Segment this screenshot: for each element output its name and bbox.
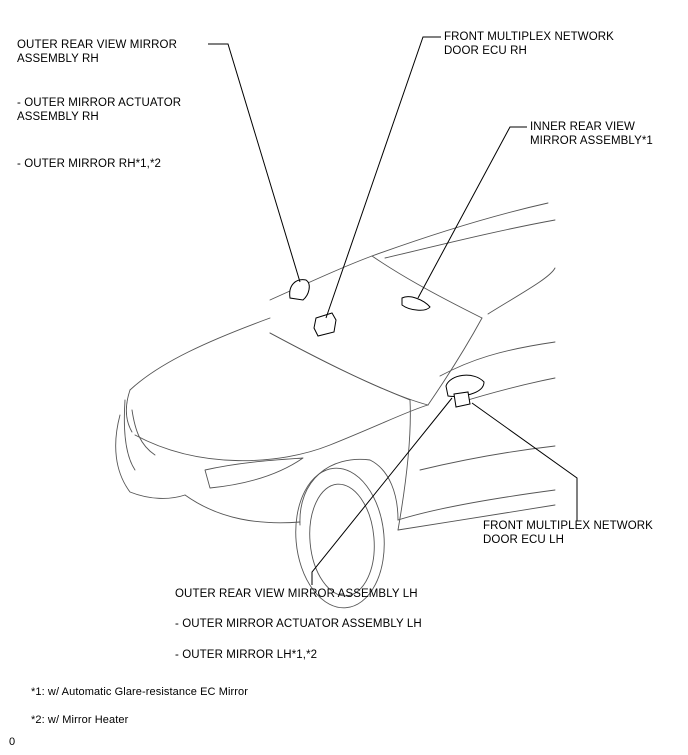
label-outer-mirror-rh: OUTER REAR VIEW MIRROR ASSEMBLY RH bbox=[17, 38, 177, 66]
footnote-2: *2: w/ Mirror Heater bbox=[31, 714, 129, 726]
roof-edge bbox=[384, 219, 556, 259]
leader-inner-mirror bbox=[417, 126, 527, 299]
label-outer-mirror-actuator-rh: - OUTER MIRROR ACTUATOR ASSEMBLY RH bbox=[17, 96, 181, 124]
label-door-ecu-rh: FRONT MULTIPLEX NETWORK DOOR ECU RH bbox=[444, 30, 614, 58]
door-crease bbox=[419, 445, 556, 471]
label-line: DOOR ECU LH bbox=[483, 534, 564, 546]
outer-mirror-rh-shape bbox=[289, 279, 310, 301]
grille-inner bbox=[131, 409, 156, 456]
door-window-line bbox=[439, 341, 556, 377]
label-outer-mirror-glass-rh: - OUTER MIRROR RH*1,*2 bbox=[17, 158, 162, 170]
windshield-right bbox=[371, 255, 483, 319]
roof-outline bbox=[371, 202, 549, 257]
label-line: DOOR ECU RH bbox=[444, 45, 527, 57]
label-line: ASSEMBLY RH bbox=[17, 111, 99, 123]
a-pillar bbox=[427, 317, 483, 406]
bumper bbox=[115, 414, 186, 499]
front-wheel-rim bbox=[309, 483, 375, 597]
label-inner-mirror: INNER REAR VIEW MIRROR ASSEMBLY*1 bbox=[530, 120, 653, 148]
hood-left bbox=[126, 389, 133, 433]
leader-outer-mirror-rh bbox=[208, 43, 301, 283]
windshield-top bbox=[269, 255, 373, 301]
leader-door-ecu-lh bbox=[471, 402, 578, 521]
fender-line bbox=[397, 489, 556, 521]
door-ecu-lh-shape bbox=[453, 391, 471, 408]
wheel-arch bbox=[299, 458, 399, 526]
fog-area bbox=[184, 494, 301, 524]
front-wheel bbox=[295, 467, 385, 609]
label-line: MIRROR ASSEMBLY*1 bbox=[530, 135, 653, 147]
inner-mirror-shape bbox=[401, 296, 431, 311]
leader-door-ecu-rh bbox=[325, 36, 441, 319]
label-outer-mirror-lh: OUTER REAR VIEW MIRROR ASSEMBLY LH bbox=[175, 588, 418, 600]
label-line: FRONT MULTIPLEX NETWORK bbox=[483, 520, 653, 532]
label-line: - OUTER MIRROR ACTUATOR bbox=[17, 97, 182, 109]
windshield-bottom bbox=[269, 332, 429, 406]
hood-front bbox=[129, 317, 271, 391]
label-line: OUTER REAR VIEW MIRROR bbox=[17, 39, 178, 51]
sill-line bbox=[397, 504, 556, 531]
label-door-ecu-lh: FRONT MULTIPLEX NETWORK DOOR ECU LH bbox=[483, 519, 653, 547]
grille-left bbox=[123, 399, 136, 471]
figure-id: 0 bbox=[9, 736, 16, 748]
headlight bbox=[204, 457, 304, 489]
door-ecu-rh-shape bbox=[313, 312, 337, 337]
label-outer-mirror-actuator-lh: - OUTER MIRROR ACTUATOR ASSEMBLY LH bbox=[175, 618, 422, 630]
label-line: FRONT MULTIPLEX NETWORK bbox=[444, 31, 614, 43]
door-front-edge bbox=[397, 399, 411, 531]
door-window-lower bbox=[457, 377, 556, 404]
hood-side bbox=[134, 404, 429, 462]
label-outer-mirror-glass-lh: - OUTER MIRROR LH*1,*2 bbox=[175, 649, 318, 661]
leader-outer-mirror-lh bbox=[311, 397, 453, 585]
label-line: INNER REAR VIEW bbox=[530, 121, 636, 133]
door-window-top bbox=[487, 267, 556, 315]
hood-fold bbox=[269, 332, 411, 401]
label-line: ASSEMBLY RH bbox=[17, 53, 99, 65]
footnote-1: *1: w/ Automatic Glare-resistance EC Mir… bbox=[31, 686, 249, 698]
